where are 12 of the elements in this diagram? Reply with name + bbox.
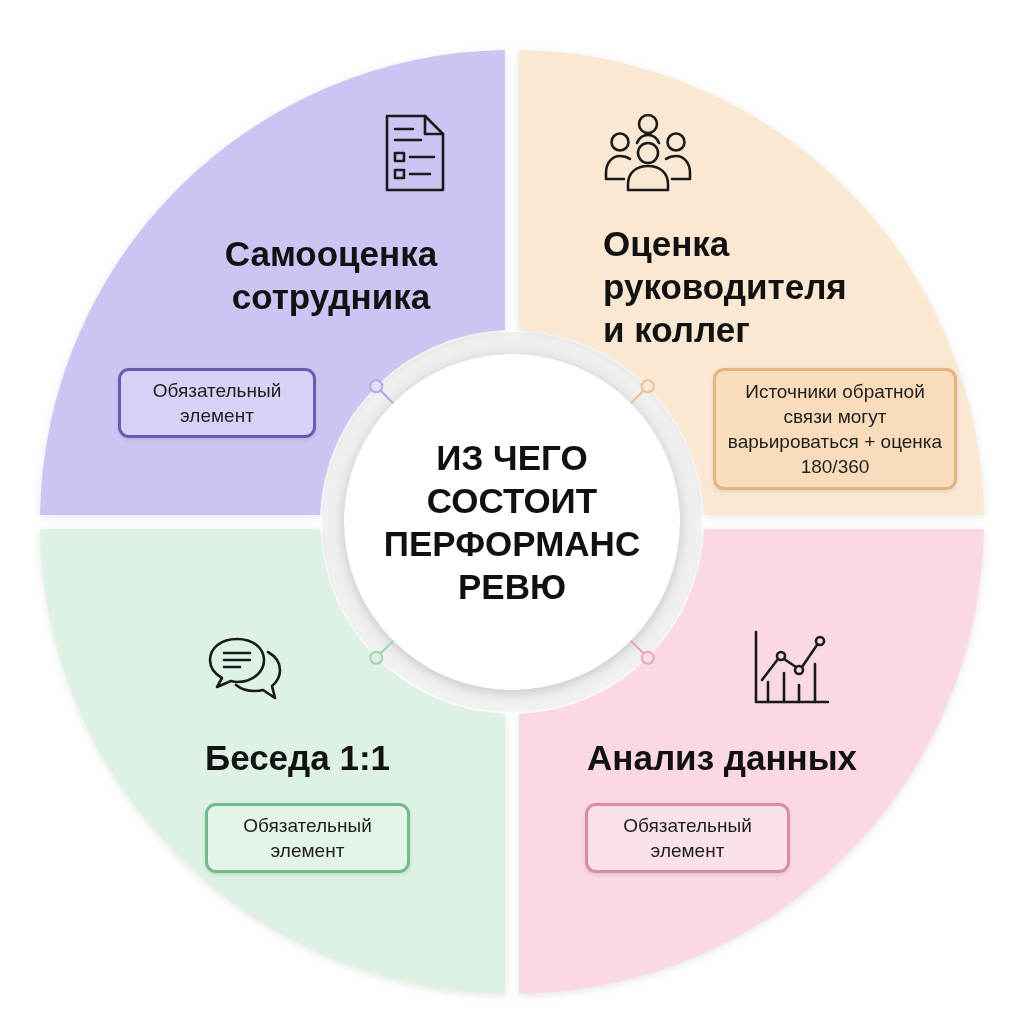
note-box: Обязательный элемент [205,803,410,873]
connector-line [369,379,395,405]
note-box: Источники обратной связи могут варьироваться + оценка 180/360 [713,368,957,490]
note-box: Обязательный элемент [118,368,316,438]
connector-line [629,639,655,665]
connector-line [369,639,395,665]
note-box: Обязательный элемент [585,803,790,873]
section-heading: Анализ данных [587,737,859,779]
connector-line [629,379,655,405]
section-heading: Беседа 1:1 [205,737,392,779]
section-heading: Оценка руководителя и коллег [603,223,848,351]
section-heading: Самооценка сотрудника [223,233,439,318]
